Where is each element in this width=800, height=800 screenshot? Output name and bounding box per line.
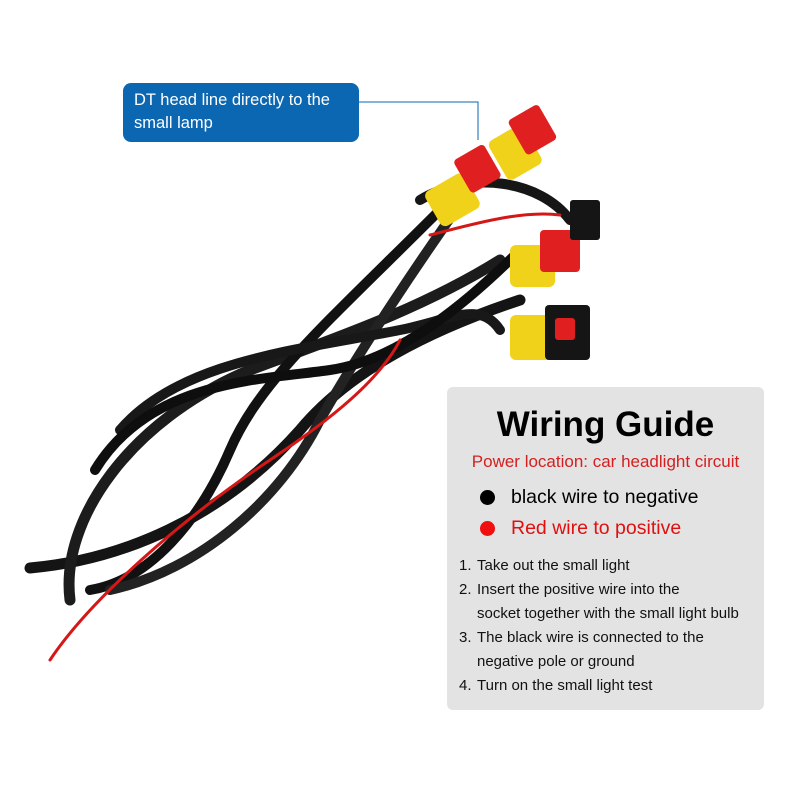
red-wire <box>48 338 402 662</box>
black-dot-icon <box>480 490 495 505</box>
callout-text-line2: small lamp <box>134 114 213 132</box>
bullet-text: Red wire to positive <box>511 517 682 539</box>
steps-list: 1. Take out the small light 2. Insert the … <box>459 554 739 698</box>
step-text-continued: negative pole or ground <box>477 653 635 670</box>
red-dot-icon <box>480 521 495 536</box>
black-wire <box>85 205 445 595</box>
connector <box>510 200 600 287</box>
step-number: 2. <box>459 581 472 598</box>
black-wire <box>115 309 505 435</box>
callout-text-line1: DT head line directly to the <box>134 91 330 109</box>
step-text: Insert the positive wire into the <box>477 581 680 598</box>
callout-label: DT head line directly to the small lamp <box>123 83 359 142</box>
bullet-black-wire: black wire to negative <box>480 486 699 509</box>
step-number: 4. <box>459 677 472 694</box>
step-text: Turn on the small light test <box>477 677 653 694</box>
step-text-continued: socket together with the small light bul… <box>477 605 739 622</box>
step-number: 3. <box>459 629 472 646</box>
step-item: 1. Take out the small light <box>459 554 739 578</box>
bullet-text: black wire to negative <box>511 486 699 508</box>
step-number: 1. <box>459 557 472 574</box>
bullet-red-wire: Red wire to positive <box>480 517 681 540</box>
wiring-guide-panel: Wiring Guide Power location: car headlig… <box>447 387 764 710</box>
red-wire <box>428 212 562 237</box>
step-text: The black wire is connected to the <box>477 629 704 646</box>
step-item: 4. Turn on the small light test <box>459 674 739 698</box>
callout-leader-line <box>359 101 479 140</box>
black-wire <box>24 294 526 574</box>
connector <box>425 145 501 227</box>
connector <box>510 305 590 360</box>
step-item: 3. The black wire is connected to the nega… <box>459 626 739 674</box>
black-wire <box>105 185 475 595</box>
connector <box>488 105 557 180</box>
step-item: 2. Insert the positive wire into the socke… <box>459 578 739 626</box>
step-text: Take out the small light <box>477 557 630 574</box>
black-wire <box>63 254 506 606</box>
black-wire <box>90 245 525 475</box>
guide-title: Wiring Guide <box>496 405 715 444</box>
guide-subtitle: Power location: car headlight circuit <box>471 452 740 471</box>
